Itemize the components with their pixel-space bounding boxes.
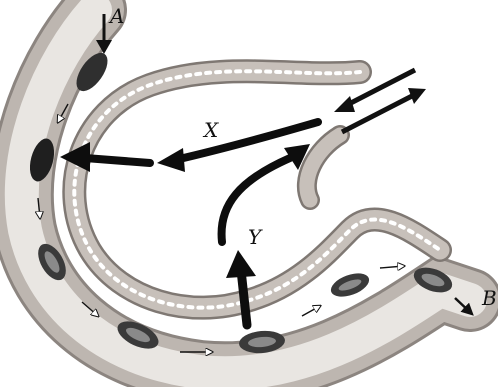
inner-branch-cells [307, 135, 340, 200]
label-x: X [202, 118, 219, 142]
label-a: A [108, 4, 124, 28]
label-y: Y [248, 225, 263, 249]
arrow-right-icon [302, 306, 320, 316]
inner-tubule-wall [74, 71, 440, 307]
inner-tubule [74, 71, 440, 307]
label-b: B [481, 286, 497, 310]
arrow-right-icon [380, 266, 404, 268]
